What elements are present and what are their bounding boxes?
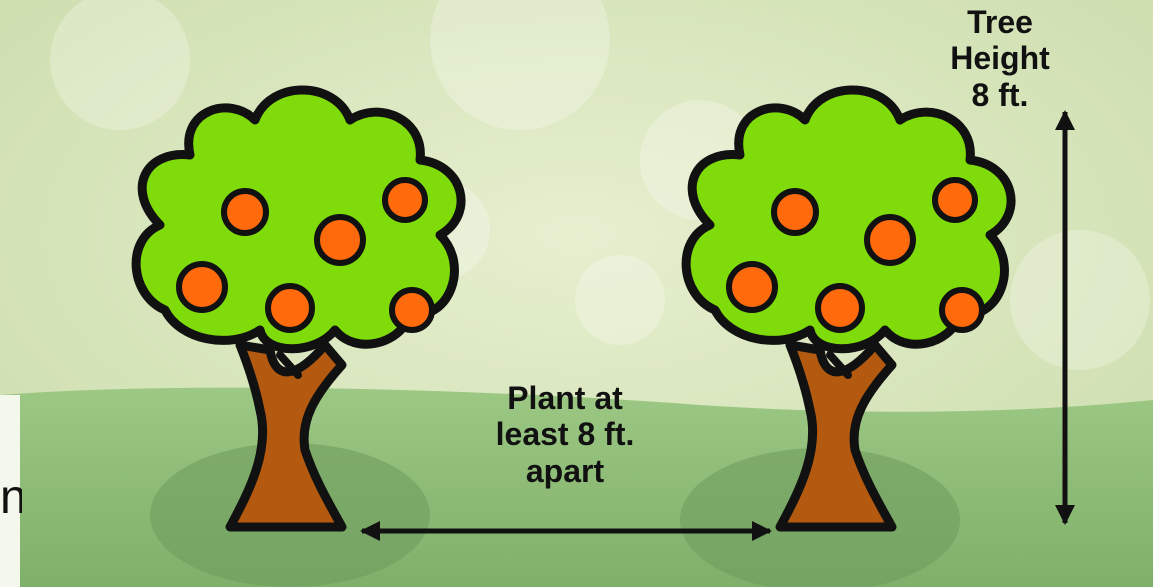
- spacing-line-3: apart: [460, 453, 670, 489]
- cropped-text-fragment: n: [0, 470, 22, 525]
- spacing-label: Plant at least 8 ft. apart: [460, 380, 670, 489]
- tree-height-label: Tree Height 8 ft.: [935, 4, 1065, 113]
- spacing-line-2: least 8 ft.: [460, 416, 670, 452]
- tree-height-line-1: Tree: [935, 4, 1065, 40]
- spacing-line-1: Plant at: [460, 380, 670, 416]
- tree-height-line-3: 8 ft.: [935, 77, 1065, 113]
- tree-height-line-2: Height: [935, 40, 1065, 76]
